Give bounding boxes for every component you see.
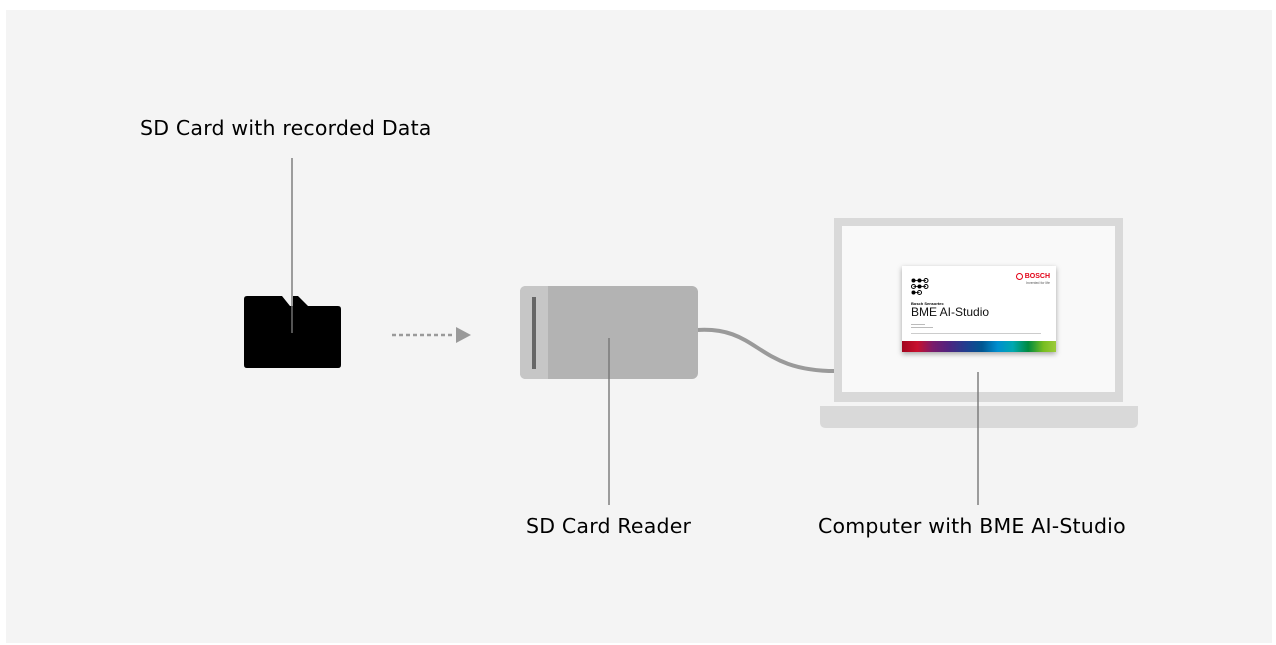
brand-color-stripe <box>902 341 1056 352</box>
ai-studio-splash-screen: BOSCH Invented for life Bosch Sensortec … <box>902 266 1056 352</box>
node-logo-icon <box>911 278 929 295</box>
brand-name: BOSCH <box>1024 273 1050 280</box>
splash-title: BME AI-Studio <box>911 305 990 319</box>
card-reader-icon <box>520 286 698 379</box>
bosch-logo-icon <box>1015 273 1023 280</box>
card-reader-label: SD Card Reader <box>526 514 692 538</box>
splash-subtitle: Bosch Sensortec <box>911 301 944 306</box>
bosch-brand: BOSCH <box>1015 273 1050 280</box>
brand-tagline: Invented for life <box>1026 281 1050 285</box>
cable <box>696 327 839 374</box>
splash-text-line <box>911 324 925 325</box>
sd-card-label: SD Card with recorded Data <box>140 116 432 140</box>
splash-text-line <box>911 333 1041 334</box>
splash-text-line <box>911 327 933 328</box>
computer-label: Computer with BME AI-Studio <box>818 514 1126 538</box>
dotted-arrow-icon <box>392 327 471 343</box>
